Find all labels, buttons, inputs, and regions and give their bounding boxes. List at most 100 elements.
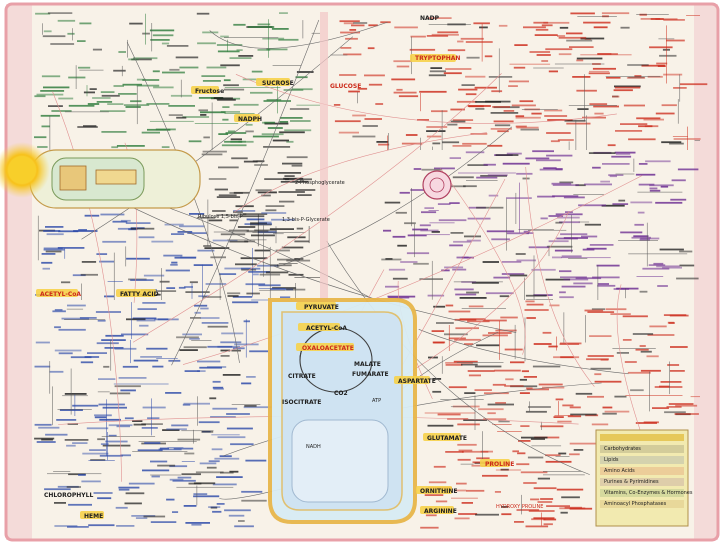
pathway-text-mark (233, 23, 246, 26)
pathway-text-mark (222, 374, 241, 376)
pathway-text-mark (447, 23, 466, 26)
pathway-text-mark (101, 94, 120, 97)
pathway-text-mark (393, 60, 412, 63)
pathway-text-mark (142, 469, 170, 472)
pathway-text-mark (61, 317, 89, 320)
pathway-text-mark (531, 518, 546, 521)
pathway-text-mark (34, 365, 51, 368)
pathway-text-mark (289, 108, 310, 110)
label-fructose: Fructose (195, 88, 224, 95)
pathway-text-mark (168, 105, 195, 107)
pathway-text-mark (241, 382, 252, 385)
pathway-text-mark (130, 227, 155, 230)
pathway-text-mark (195, 471, 224, 474)
pathway-text-mark (171, 261, 178, 264)
pathway-text-mark (233, 103, 259, 106)
pathway-text-mark (197, 370, 206, 372)
pathway-text-mark (431, 33, 459, 36)
pathway-text-mark (634, 75, 642, 77)
pathway-text-mark (456, 256, 469, 259)
pathway-text-mark (207, 325, 228, 328)
pathway-text-mark (545, 278, 571, 281)
pathway-text-mark (562, 404, 574, 407)
pathway-text-mark (465, 75, 486, 78)
pathway-connector (132, 73, 502, 343)
pathway-text-mark (596, 264, 620, 267)
pathway-connector (171, 19, 320, 366)
pathway-text-mark (622, 339, 632, 341)
pathway-text-mark (124, 502, 142, 505)
pathway-text-mark (89, 449, 106, 451)
pathway-text-mark (121, 333, 149, 336)
pathway-text-mark (660, 381, 682, 383)
pathway-text-mark (545, 460, 572, 463)
pathway-text-mark (495, 402, 506, 404)
pathway-text-mark (243, 160, 258, 163)
pathway-text-mark (543, 523, 553, 526)
pathway-text-mark (602, 406, 613, 409)
pathway-text-mark (246, 230, 269, 232)
pathway-text-mark (297, 194, 312, 196)
pathway-text-mark (206, 66, 227, 69)
pathway-text-mark (246, 292, 260, 295)
pathway-text-mark (552, 256, 562, 259)
pathway-text-mark (559, 26, 569, 29)
pathway-text-mark (555, 213, 583, 216)
pathway-text-mark (501, 513, 512, 516)
pathway-text-mark (198, 97, 223, 99)
membrane-icon (95, 169, 137, 185)
pathway-text-mark (638, 183, 655, 186)
pathway-text-mark (669, 142, 684, 145)
pathway-text-mark (201, 322, 229, 324)
pathway-text-mark (198, 421, 220, 424)
pathway-text-mark (468, 305, 484, 308)
pathway-text-mark (677, 168, 699, 171)
pathway-text-mark (175, 56, 199, 59)
pathway-text-mark (523, 482, 537, 484)
label-citrate: CITRATE (288, 373, 316, 380)
pathway-text-mark (228, 514, 245, 517)
pathway-text-mark (183, 505, 197, 507)
pathway-text-mark (245, 283, 266, 286)
pathway-text-mark (376, 141, 389, 143)
pathway-text-mark (391, 78, 416, 81)
pathway-text-mark (456, 482, 467, 485)
pathway-text-mark (394, 26, 418, 29)
pathway-text-mark (258, 284, 281, 287)
pathway-text-mark (478, 408, 504, 411)
pathway-text-mark (552, 195, 579, 198)
pathway-text-mark (237, 213, 247, 216)
pathway-text-mark (266, 99, 282, 101)
pathway-text-mark (362, 125, 378, 127)
pathway-text-mark (97, 319, 106, 322)
pathway-text-mark (548, 345, 558, 348)
pathway-text-mark (530, 438, 545, 440)
pathway-text-mark (419, 224, 431, 227)
pathway-text-mark (340, 47, 352, 49)
pathway-text-mark (291, 164, 303, 167)
pathway-text-mark (275, 249, 290, 252)
pathway-text-mark (649, 46, 673, 49)
pathway-text-mark (466, 56, 480, 59)
pathway-text-mark (502, 162, 530, 165)
pathway-text-mark (353, 22, 368, 24)
pathway-text-mark (503, 110, 515, 112)
pathway-text-mark (656, 265, 680, 268)
pathway-text-mark (509, 274, 528, 277)
pathway-text-mark (589, 335, 612, 337)
pathway-text-mark (107, 103, 124, 105)
pathway-text-mark (284, 129, 312, 132)
pathway-text-mark (208, 460, 220, 463)
label-heme: HEME (84, 513, 103, 520)
pathway-text-mark (526, 317, 536, 319)
pathway-text-mark (228, 130, 236, 133)
pathway-text-mark (54, 502, 66, 504)
label-nadp: NADP (420, 15, 440, 22)
pathway-text-mark (209, 397, 217, 400)
pathway-text-mark (146, 103, 170, 105)
pathway-text-mark (252, 160, 265, 163)
pathway-text-mark (436, 322, 454, 324)
pathway-text-mark (68, 104, 95, 107)
pathway-text-mark (589, 244, 614, 246)
pathway-text-mark (168, 359, 181, 362)
